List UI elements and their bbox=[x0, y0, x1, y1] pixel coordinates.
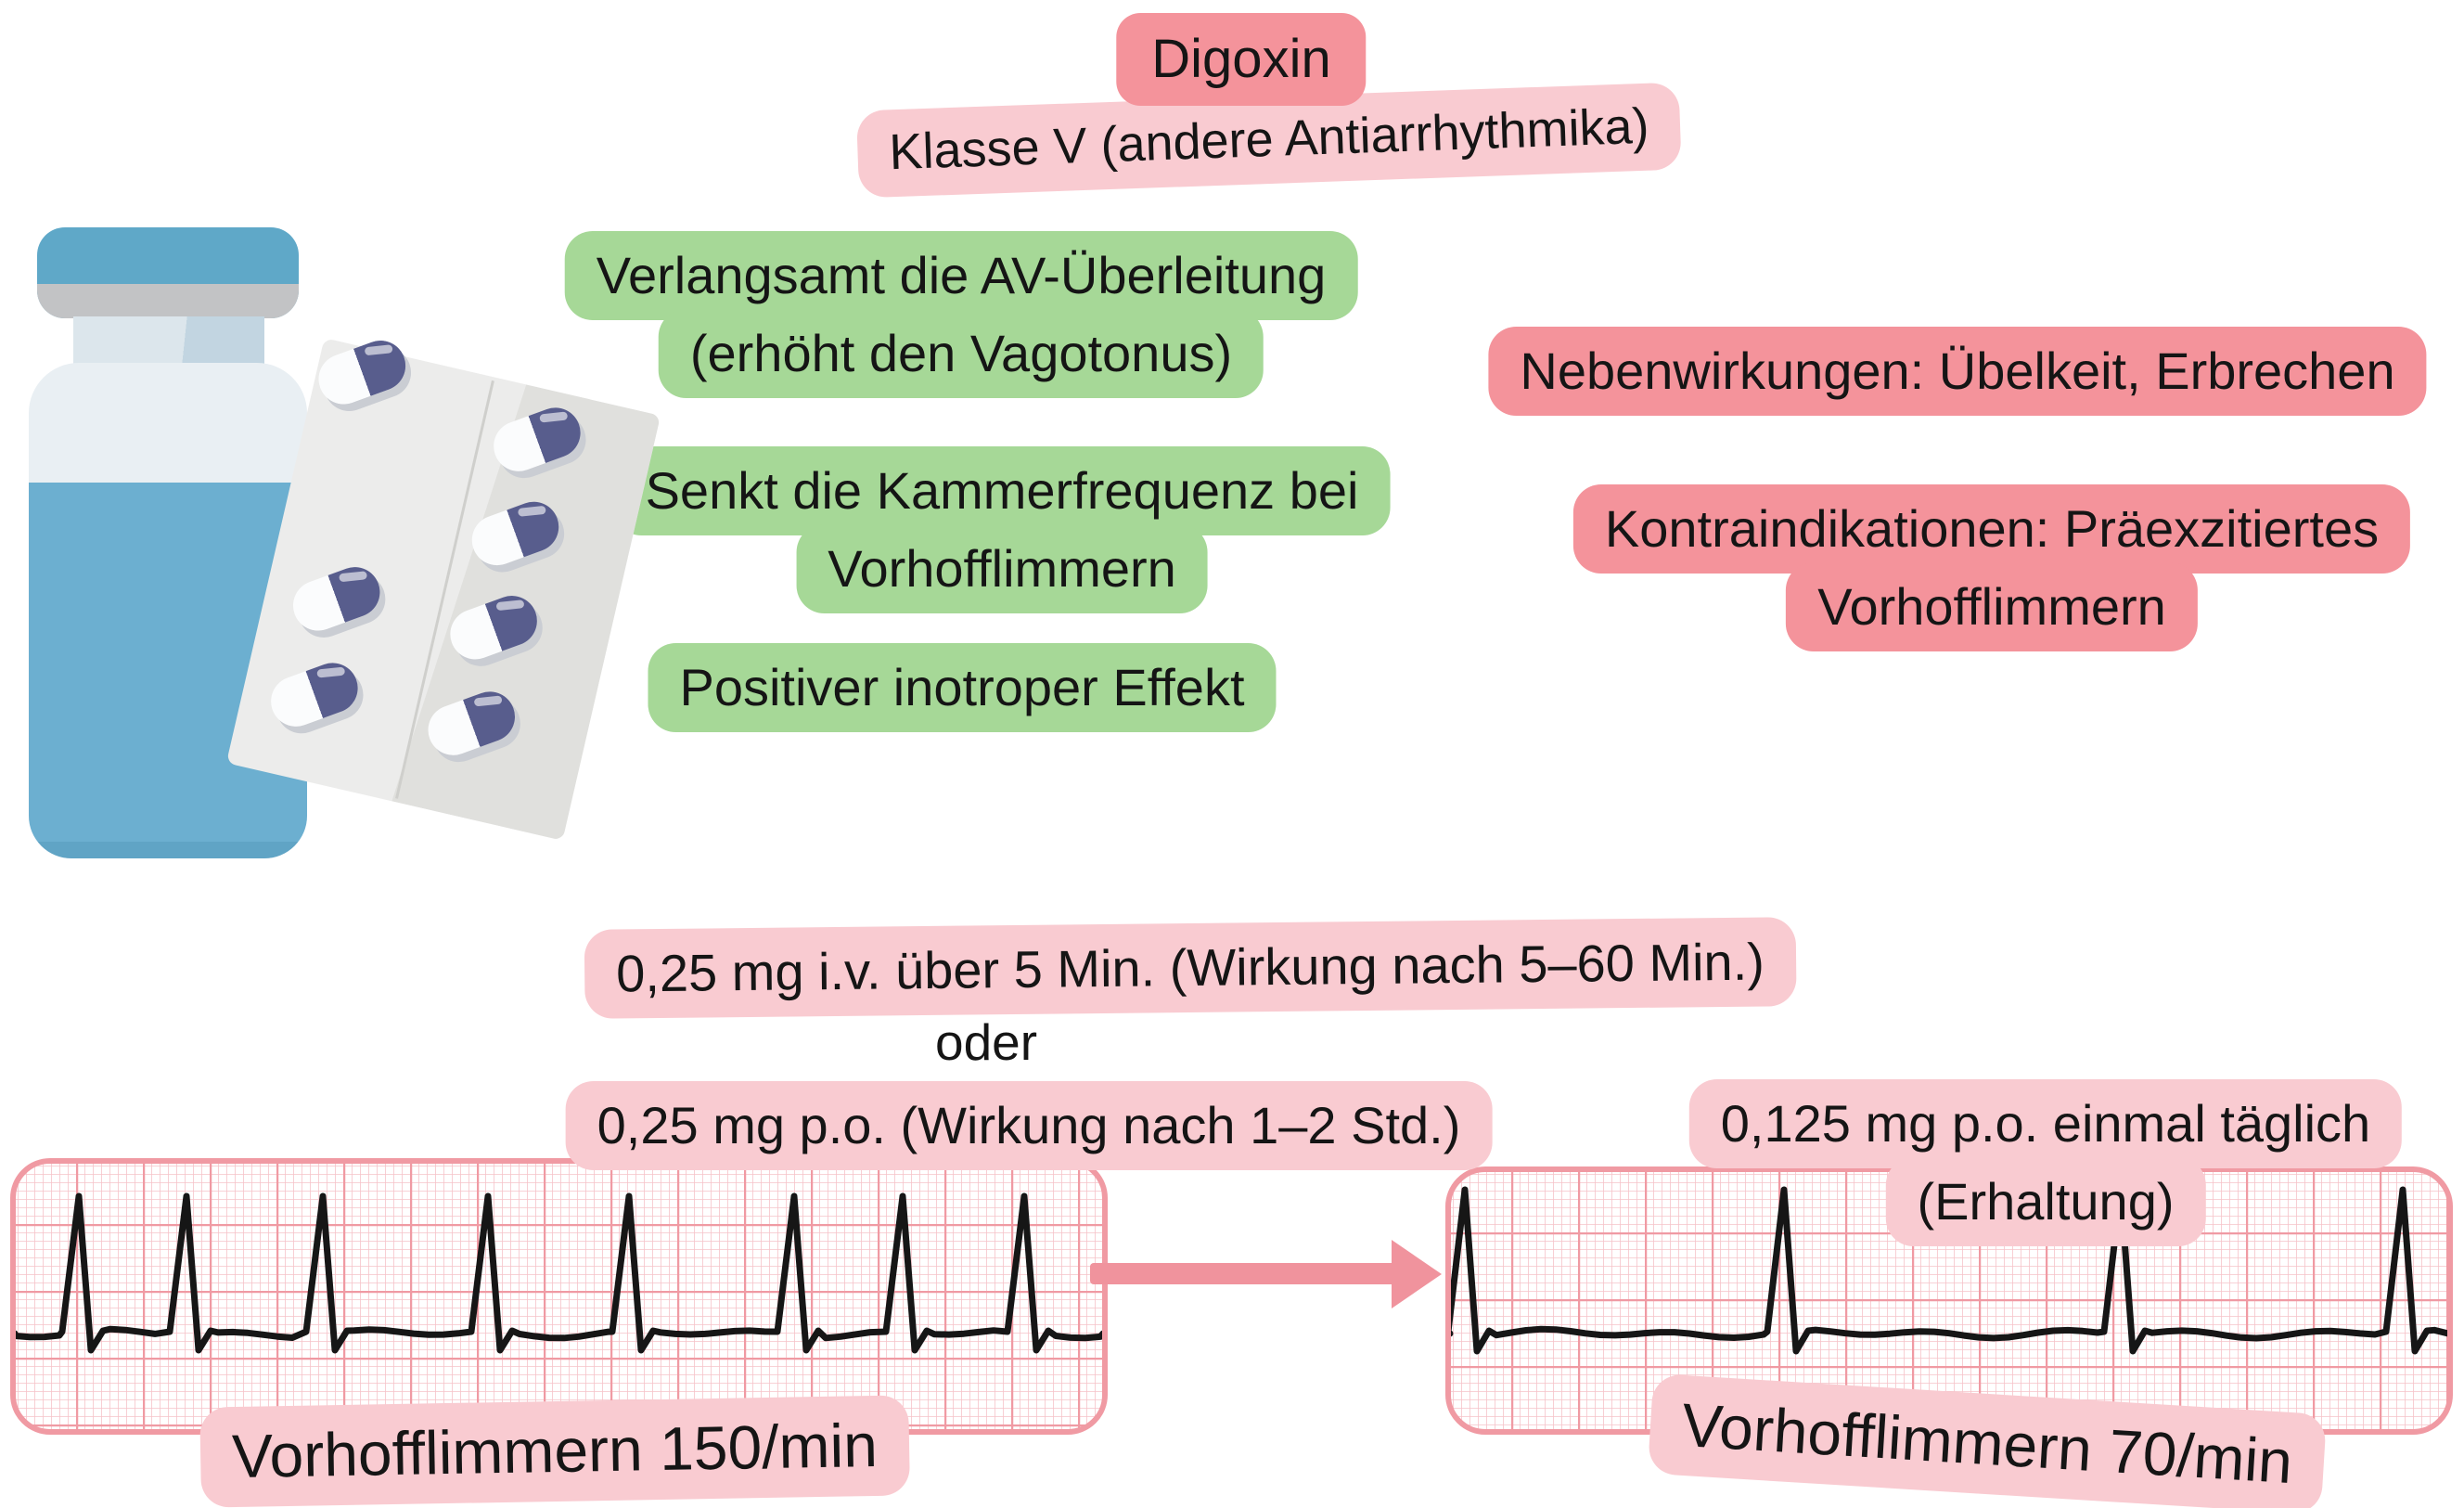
capsule-pill-icon bbox=[286, 560, 388, 638]
effect-line: (erhöht den Vagotonus) bbox=[658, 309, 1264, 399]
effect-line: Vorhofflimmern bbox=[796, 524, 1208, 614]
effect-bubble-av-conduction: Verlangsamt die AV-Überleitung (erhöht d… bbox=[564, 231, 1358, 399]
effect-bubble-inotropic: Positiver inotroper Effekt bbox=[648, 643, 1277, 733]
vial-cap bbox=[37, 227, 299, 318]
ecg-strip-150 bbox=[10, 1158, 1108, 1435]
right-arrow-icon bbox=[1090, 1263, 1396, 1284]
side-effects-badge: Nebenwirkungen: Übelkeit, Erbrechen bbox=[1488, 327, 2427, 417]
contraindications-badge: Kontraindikationen: Präexzitiertes Vorho… bbox=[1572, 484, 2411, 652]
vial-neck bbox=[73, 316, 264, 365]
effect-line: Verlangsamt die AV-Überleitung bbox=[564, 231, 1358, 321]
warning-line: Nebenwirkungen: Übelkeit, Erbrechen bbox=[1488, 327, 2427, 417]
vial-cap-band bbox=[37, 283, 299, 318]
right-arrow-head-icon bbox=[1392, 1240, 1442, 1308]
dose-maintenance-line: 0,125 mg p.o. einmal täglich bbox=[1688, 1079, 2403, 1169]
drug-title-badge: Digoxin bbox=[1116, 13, 1367, 107]
drug-title: Digoxin bbox=[1116, 13, 1367, 107]
dose-connector-label: oder bbox=[935, 1013, 1038, 1071]
dose-iv-badge: 0,25 mg i.v. über 5 Min. (Wirkung nach 5… bbox=[584, 917, 1797, 1019]
effect-bubble-ventricular-rate: Senkt die Kammerfrequenz bei Vorhofflimm… bbox=[613, 446, 1391, 614]
effect-line: Senkt die Kammerfrequenz bei bbox=[613, 446, 1391, 536]
dose-maintenance-line: (Erhaltung) bbox=[1885, 1157, 2206, 1247]
dose-po-badge: 0,25 mg p.o. (Wirkung nach 1–2 Std.) bbox=[565, 1081, 1493, 1171]
warning-line: Vorhofflimmern bbox=[1786, 562, 2198, 652]
capsule-pill-icon bbox=[311, 333, 413, 412]
dose-po-label: 0,25 mg p.o. (Wirkung nach 1–2 Std.) bbox=[565, 1081, 1493, 1171]
effect-line: Positiver inotroper Effekt bbox=[648, 643, 1277, 733]
vial-body bbox=[29, 363, 307, 858]
ecg-label-text: Vorhofflimmern 150/min bbox=[199, 1395, 910, 1508]
warning-line: Kontraindikationen: Präexzitiertes bbox=[1572, 484, 2411, 574]
ecg-label-150: Vorhofflimmern 150/min bbox=[199, 1395, 910, 1508]
dose-iv-label: 0,25 mg i.v. über 5 Min. (Wirkung nach 5… bbox=[584, 917, 1797, 1019]
capsule-pill-icon bbox=[263, 655, 366, 734]
dose-maintenance-badge: 0,125 mg p.o. einmal täglich (Erhaltung) bbox=[1688, 1079, 2403, 1247]
